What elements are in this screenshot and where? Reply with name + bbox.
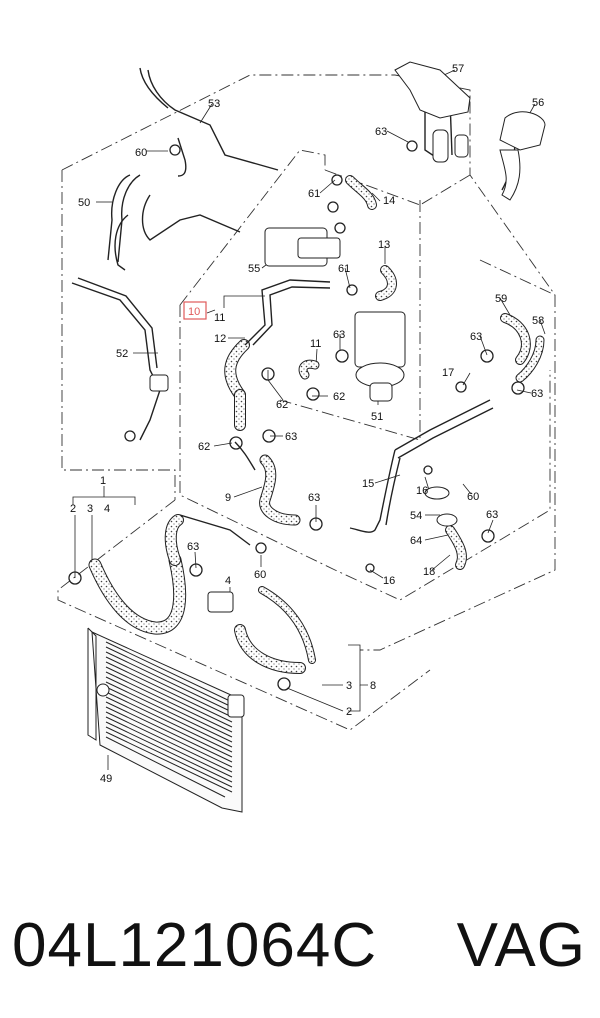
callout-60: 60 bbox=[135, 147, 147, 159]
callout-62: 62 bbox=[333, 391, 345, 403]
components bbox=[149, 61, 546, 613]
pipes bbox=[71, 67, 516, 546]
callout-55: 55 bbox=[248, 263, 260, 275]
callout-11: 11 bbox=[214, 312, 225, 324]
callout-50: 50 bbox=[78, 197, 90, 209]
callout-16: 16 bbox=[416, 485, 428, 497]
callout-57: 57 bbox=[452, 63, 464, 75]
callout-51: 51 bbox=[371, 411, 383, 423]
callout-1: 1 bbox=[100, 475, 106, 487]
callout-18: 18 bbox=[423, 566, 435, 578]
callout-8: 8 bbox=[370, 680, 376, 692]
callout-17: 17 bbox=[442, 367, 454, 379]
callout-11: 11 bbox=[310, 338, 321, 350]
callout-56: 56 bbox=[532, 97, 544, 109]
callout-63: 63 bbox=[531, 388, 543, 400]
hose-clamps bbox=[68, 140, 525, 691]
callout-16: 16 bbox=[383, 575, 395, 587]
callout-3: 3 bbox=[87, 503, 93, 515]
callout-63: 63 bbox=[308, 492, 320, 504]
callout-4: 4 bbox=[225, 575, 231, 587]
callout-15: 15 bbox=[362, 478, 374, 490]
callout-63: 63 bbox=[333, 329, 345, 341]
callout-61: 61 bbox=[308, 188, 320, 200]
callout-63: 63 bbox=[375, 126, 387, 138]
callout-labels: 57 56 53 63 60 61 14 50 13 55 61 10 11 1… bbox=[70, 63, 544, 785]
highlighted-callout-box bbox=[183, 301, 207, 320]
callout-62: 62 bbox=[198, 441, 210, 453]
callout-10: 10 bbox=[188, 306, 200, 318]
parts-diagram: 57 56 53 63 60 61 14 50 13 55 61 10 11 1… bbox=[57, 61, 556, 813]
callout-12: 12 bbox=[214, 333, 226, 345]
callout-60: 60 bbox=[254, 569, 266, 581]
part-number: 04L121064C bbox=[12, 910, 378, 980]
callout-61: 61 bbox=[338, 263, 350, 275]
brand-name: VAG bbox=[456, 910, 586, 980]
callout-63: 63 bbox=[470, 331, 482, 343]
callout-64: 64 bbox=[410, 535, 422, 547]
callout-2: 2 bbox=[70, 503, 76, 515]
callout-2: 2 bbox=[346, 706, 352, 718]
callout-59: 59 bbox=[495, 293, 507, 305]
callout-9: 9 bbox=[225, 492, 231, 504]
callout-49: 49 bbox=[100, 773, 112, 785]
callout-63: 63 bbox=[187, 541, 199, 553]
callout-52: 52 bbox=[116, 348, 128, 360]
callout-4: 4 bbox=[104, 503, 110, 515]
callout-63: 63 bbox=[486, 509, 498, 521]
callout-60: 60 bbox=[467, 491, 479, 503]
callout-14: 14 bbox=[383, 195, 395, 207]
hoses-dotted bbox=[88, 175, 545, 674]
callout-53: 53 bbox=[208, 98, 220, 110]
callout-58: 58 bbox=[532, 315, 544, 327]
callout-54: 54 bbox=[410, 510, 422, 522]
callout-63: 63 bbox=[285, 431, 297, 443]
callout-3: 3 bbox=[346, 680, 352, 692]
leader-lines bbox=[72, 69, 546, 770]
radiator bbox=[87, 627, 245, 813]
callout-62: 62 bbox=[276, 399, 288, 411]
callout-13: 13 bbox=[378, 239, 390, 251]
part-caption: 04L121064C VAG bbox=[0, 890, 600, 1000]
